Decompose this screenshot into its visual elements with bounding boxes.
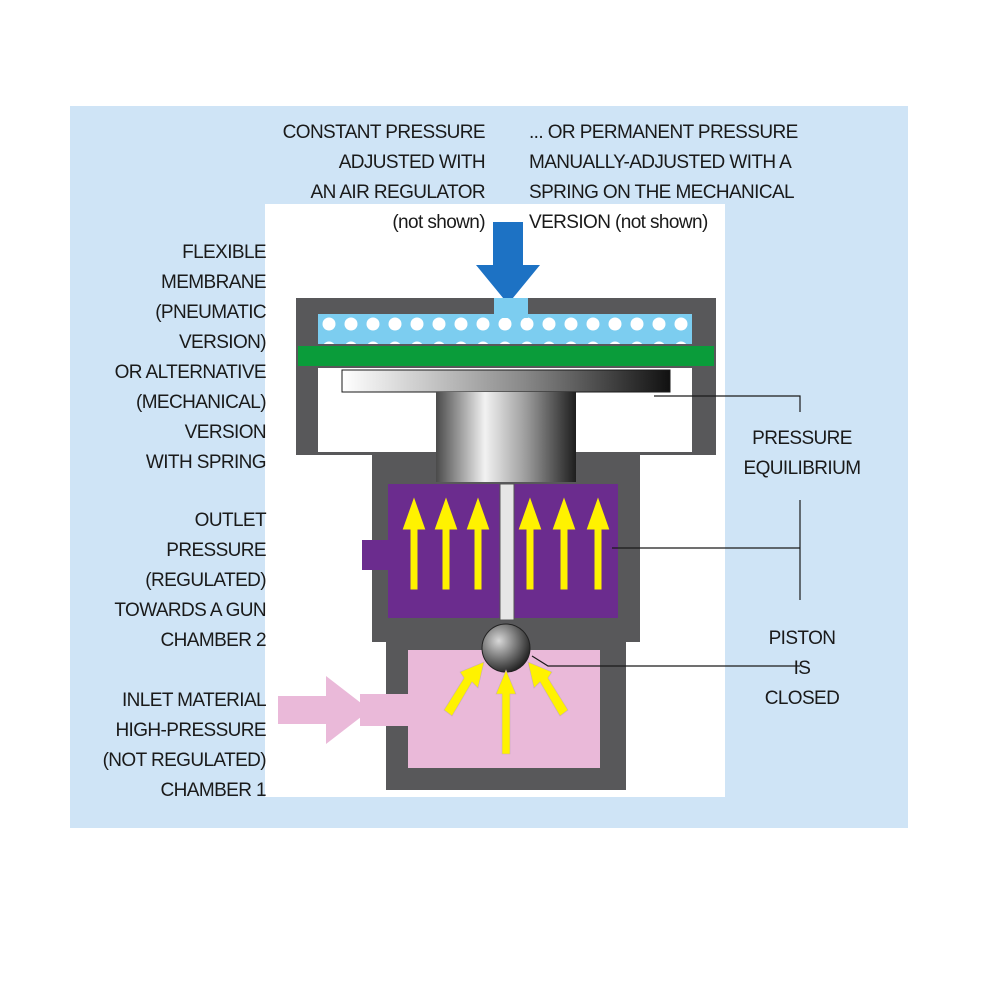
outlet-pressure-arrows	[401, 494, 611, 591]
inlet-material-label: INLET MATERIAL HIGH-PRESSURE (NOT REGULA…	[102, 690, 267, 801]
diagonal-arrow-icon	[443, 661, 485, 717]
leader-lines	[531, 395, 801, 667]
inlet-arrow-icon	[278, 676, 370, 744]
outlet-port	[362, 540, 390, 570]
flexible-membrane-label: FLEXIBLE MEMBRANE (PNEUMATIC VERSION) OR…	[114, 242, 267, 473]
up-arrow-icon	[433, 494, 459, 591]
pressure-arrow-icon	[476, 222, 540, 304]
piston-ball	[481, 623, 531, 673]
constant-pressure-label: CONSTANT PRESSURE ADJUSTED WITH AN AIR R…	[282, 122, 486, 233]
up-arrow-icon	[465, 494, 491, 591]
inlet-port	[360, 694, 410, 726]
permanent-pressure-label: ... OR PERMANENT PRESSURE MANUALLY-ADJUS…	[529, 122, 798, 233]
piston-shaft	[436, 392, 576, 482]
membrane-plate	[341, 369, 671, 393]
pressure-equilibrium-leader	[654, 395, 801, 412]
up-arrow-icon	[585, 494, 611, 591]
up-arrow-icon	[401, 494, 427, 591]
inlet-pressure-arrows	[443, 661, 569, 755]
air-chamber	[318, 314, 692, 344]
piston-leader	[531, 655, 800, 667]
outlet-pressure-label: OUTLET PRESSURE (REGULATED) TOWARDS A GU…	[114, 510, 266, 651]
flexible-membrane	[298, 346, 714, 366]
up-arrow-icon	[495, 669, 517, 755]
diagonal-arrow-icon	[527, 661, 569, 717]
up-arrow-icon	[551, 494, 577, 591]
piston-stem	[499, 483, 515, 621]
air-inlet-port	[494, 298, 528, 318]
up-arrow-icon	[517, 494, 543, 591]
pressure-equilibrium-label: PRESSURE EQUILIBRIUM	[743, 428, 862, 479]
piston-closed-label: PISTON IS CLOSED	[764, 628, 840, 709]
